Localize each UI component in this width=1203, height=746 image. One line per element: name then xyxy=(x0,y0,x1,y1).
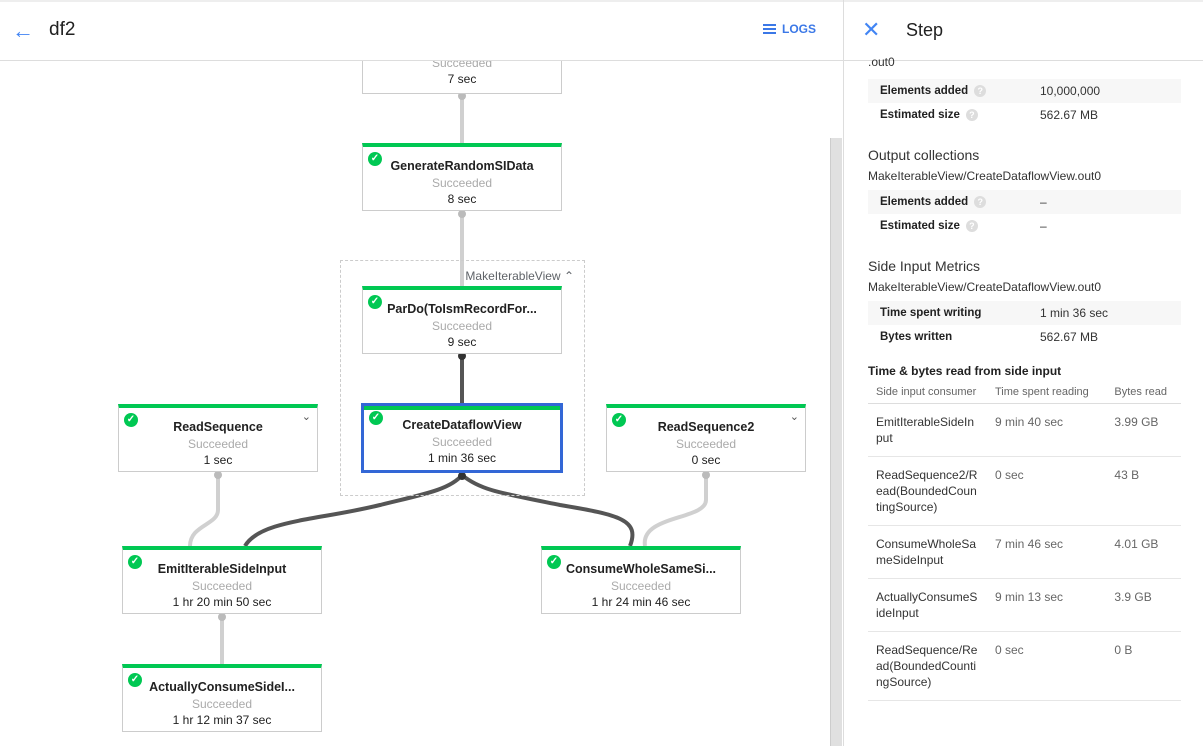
node-status: Succeeded xyxy=(675,437,737,451)
node-name: GenerateRandomSIData xyxy=(390,159,534,173)
table-cell: 43 B xyxy=(1106,456,1181,526)
check-circle-icon: ✓ xyxy=(612,413,626,427)
edge xyxy=(642,472,708,547)
node-duration: 1 hr 20 min 50 sec xyxy=(172,595,272,609)
table-cell: ConsumeWholeSameSideInput xyxy=(868,525,987,579)
table-cell: ReadSequence2/Read(BoundedCountingSource… xyxy=(868,456,987,526)
node-status: Succeeded xyxy=(431,176,493,190)
help-icon[interactable]: ? xyxy=(965,109,978,121)
table-row: ReadSequence2/Read(BoundedCountingSource… xyxy=(868,456,1181,526)
node-status: Succeeded xyxy=(431,319,493,333)
node-status: Succeeded xyxy=(191,579,253,593)
chevron-down-icon[interactable]: ⌄ xyxy=(789,411,799,423)
node-consume[interactable]: ✓ ConsumeWholeSameSi... Succeeded 1 hr 24 m… xyxy=(541,546,741,614)
edge xyxy=(243,473,464,548)
check-circle-icon: ✓ xyxy=(547,555,561,569)
table-cell: 7 min 46 sec xyxy=(987,525,1107,579)
list-icon xyxy=(762,24,776,34)
group-collapse-toggle[interactable]: MakeIterableView ⌃ xyxy=(465,269,574,283)
node-duration: 0 sec xyxy=(691,453,721,467)
panel-title: Step xyxy=(906,20,944,40)
node-name: ParDo(ToIsmRecordFor... xyxy=(387,302,537,316)
table-cell: EmitIterableSideInput xyxy=(868,403,987,457)
side-input-heading: Side Input Metrics xyxy=(868,258,981,274)
top-bar: ← df2 LOGS xyxy=(0,0,843,61)
output-collections-heading: Output collections xyxy=(868,147,980,163)
table-cell: ReadSequence/Read(BoundedCountingSource) xyxy=(868,631,987,701)
table-cell: 0 sec xyxy=(987,456,1107,526)
graph-edges xyxy=(188,92,710,664)
node-duration: 1 min 36 sec xyxy=(427,451,497,465)
node-duration: 1 hr 24 min 46 sec xyxy=(591,595,691,609)
table-cell: 9 min 40 sec xyxy=(987,403,1107,457)
scrollbar[interactable] xyxy=(830,138,842,746)
check-circle-icon: ✓ xyxy=(369,411,383,425)
node-name: ActuallyConsumeSideI... xyxy=(149,680,295,694)
column-header: Bytes read xyxy=(1106,383,1181,404)
node-actually[interactable]: ✓ ActuallyConsumeSideI... Succeeded 1 hr 12… xyxy=(122,664,322,732)
metric-row: Estimated size?– xyxy=(880,219,1047,233)
metric-row: Elements added?– xyxy=(868,190,1181,214)
node-name: ReadSequence xyxy=(173,420,263,434)
help-icon[interactable]: ? xyxy=(974,196,987,208)
node-name: ConsumeWholeSameSi... xyxy=(565,562,717,576)
close-icon[interactable]: ✕ xyxy=(862,17,881,42)
edge xyxy=(188,472,220,547)
node-partial[interactable]: Succeeded 7 sec xyxy=(362,61,562,94)
check-circle-icon: ✓ xyxy=(368,295,382,309)
check-circle-icon: ✓ xyxy=(128,673,142,687)
table-cell: 0 sec xyxy=(987,631,1107,701)
column-header: Side input consumer xyxy=(868,383,987,404)
chevron-down-icon[interactable]: ⌄ xyxy=(301,411,311,423)
job-title: df2 xyxy=(49,19,76,40)
node-name: EmitIterableSideInput xyxy=(157,562,287,576)
node-status: Succeeded xyxy=(610,579,672,593)
edge xyxy=(460,473,635,547)
help-icon[interactable]: ? xyxy=(974,85,987,97)
metric-row: Elements added?10,000,000 xyxy=(868,79,1181,103)
table-cell: 4.01 GB xyxy=(1106,525,1181,579)
table-cell: 0 B xyxy=(1106,631,1181,701)
help-icon[interactable]: ? xyxy=(965,220,978,232)
node-status: Succeeded xyxy=(187,437,249,451)
node-name: CreateDataflowView xyxy=(402,418,522,432)
back-arrow-icon[interactable]: ← xyxy=(12,18,34,43)
group-make-iterable-view: MakeIterableView ⌃ xyxy=(340,260,585,496)
node-status: Succeeded xyxy=(431,435,493,449)
table-cell: 3.99 GB xyxy=(1106,403,1181,457)
node-pardo[interactable]: ✓ ParDo(ToIsmRecordFor... Succeeded 9 sec xyxy=(362,286,562,354)
chevron-up-icon: ⌃ xyxy=(563,269,574,283)
check-circle-icon: ✓ xyxy=(128,555,142,569)
node-name: ReadSequence2 xyxy=(657,420,755,434)
check-circle-icon: ✓ xyxy=(124,413,138,427)
column-header: Time spent reading xyxy=(987,383,1107,404)
node-duration: 8 sec xyxy=(447,192,477,206)
table-cell: 3.9 GB xyxy=(1106,578,1181,632)
table-row: ReadSequence/Read(BoundedCountingSource)… xyxy=(868,631,1181,701)
graph-canvas[interactable]: Succeeded 7 sec MakeIterableView ⌃ ✓ Gene… xyxy=(0,61,843,746)
node-duration: 1 sec xyxy=(203,453,233,467)
node-duration: 1 hr 12 min 37 sec xyxy=(172,713,272,727)
check-circle-icon: ✓ xyxy=(368,152,382,166)
logs-button[interactable]: LOGS xyxy=(762,22,816,36)
table-cell: ActuallyConsumeSideInput xyxy=(868,578,987,632)
table-cell: 9 min 13 sec xyxy=(987,578,1107,632)
node-status: Succeeded xyxy=(191,697,253,711)
metric-row: Estimated size?562.67 MB xyxy=(880,108,1099,122)
node-duration: 9 sec xyxy=(447,335,477,349)
